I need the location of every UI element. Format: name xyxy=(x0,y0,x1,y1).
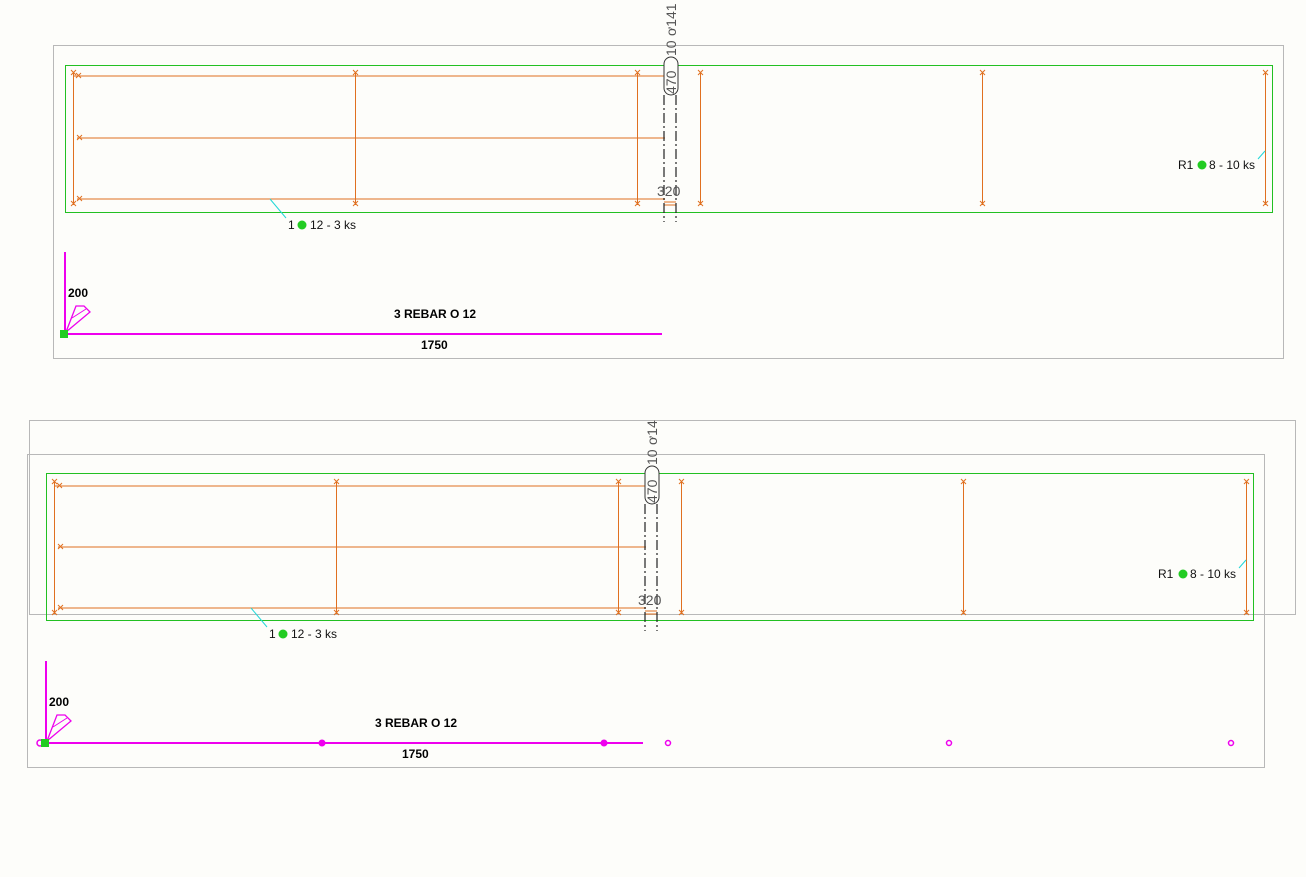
stirrup-callout[interactable]: R1 8 - 10 ks xyxy=(1158,559,1247,581)
callout-leader xyxy=(1238,559,1247,569)
section-width-label: 320 xyxy=(638,592,662,608)
diameter-marker-icon xyxy=(1197,160,1207,170)
section-top-label: 10 xyxy=(644,449,660,465)
stirrups[interactable] xyxy=(336,481,964,614)
grip-arrow-detail-icon xyxy=(52,717,68,728)
rebar-spec-label: 12 - 3 ks xyxy=(291,627,337,641)
rebar-callout[interactable]: 1 12 - 3 ks xyxy=(269,198,356,232)
dimension-title: 3 REBAR O 12 xyxy=(394,307,476,321)
section-mid-label: 470 xyxy=(663,70,679,94)
origin-grip[interactable] xyxy=(60,330,68,338)
bending-dimension[interactable]: 200 3 REBAR O 12 1750 xyxy=(60,252,662,352)
section-top-label: 10 xyxy=(663,40,679,56)
grip-point[interactable] xyxy=(600,739,608,747)
grip-point[interactable] xyxy=(318,739,326,747)
diameter-marker-icon xyxy=(278,629,288,639)
longitudinal-rebars[interactable] xyxy=(73,72,1266,205)
rebar-mark-label: 1 xyxy=(288,218,295,232)
dimension-height-label: 200 xyxy=(49,695,69,709)
stirrup-mark-label: R1 xyxy=(1178,158,1194,172)
stirrup-mark-label: R1 xyxy=(1158,567,1174,581)
section-id-label: ơ141 xyxy=(663,3,679,36)
stirrups[interactable] xyxy=(355,72,983,205)
stirrup-spec-label: 8 - 10 ks xyxy=(1190,567,1236,581)
section-cut[interactable]: 470 10 ơ14 320 xyxy=(638,420,662,631)
drawing-view-2[interactable]: 470 10 ơ14 320 1 12 - 3 ks R1 8 - 10 ks xyxy=(27,420,1296,768)
rebar-end-markers xyxy=(51,478,1250,616)
grip-arrow-icon[interactable] xyxy=(45,714,72,744)
section-bubble[interactable] xyxy=(663,56,679,96)
rebar-end-markers xyxy=(70,69,1269,207)
section-mid-label: 470 xyxy=(644,479,660,503)
rebar-mark-label: 1 xyxy=(269,627,276,641)
section-bubble[interactable] xyxy=(644,465,660,505)
view-frame xyxy=(27,454,1265,768)
stirrup-spec-label: 8 - 10 ks xyxy=(1209,158,1255,172)
callout-leader xyxy=(269,198,287,219)
diameter-marker-icon xyxy=(1178,569,1188,579)
bending-dimension[interactable]: 200 3 REBAR O 12 1750 xyxy=(36,661,1235,761)
section-cut[interactable]: 470 10 ơ141 320 xyxy=(657,3,681,222)
dimension-length-label: 1750 xyxy=(421,338,448,352)
view-frame xyxy=(53,45,1284,359)
grip-point[interactable] xyxy=(664,739,672,747)
grip-point[interactable] xyxy=(1227,739,1235,747)
selection-frame xyxy=(29,420,1296,615)
callout-leader xyxy=(250,607,268,628)
stirrup-callout[interactable]: R1 8 - 10 ks xyxy=(1178,150,1266,172)
dimension-height-label: 200 xyxy=(68,286,88,300)
origin-grip[interactable] xyxy=(41,739,49,747)
grip-point[interactable] xyxy=(945,739,953,747)
grip-arrow-detail-icon xyxy=(71,308,87,319)
dimension-title: 3 REBAR O 12 xyxy=(375,716,457,730)
callout-leader xyxy=(1257,150,1266,160)
drawing-view-1[interactable]: 470 10 ơ141 320 1 12 - 3 ks R1 8 - 10 ks… xyxy=(53,3,1284,359)
longitudinal-rebars[interactable] xyxy=(54,481,1247,614)
rebar-callout[interactable]: 1 12 - 3 ks xyxy=(250,607,337,641)
diameter-marker-icon xyxy=(297,220,307,230)
section-width-label: 320 xyxy=(657,183,681,199)
dimension-length-label: 1750 xyxy=(402,747,429,761)
grip-arrow-icon[interactable] xyxy=(64,305,91,335)
rebar-spec-label: 12 - 3 ks xyxy=(310,218,356,232)
section-id-label: ơ14 xyxy=(644,420,660,445)
